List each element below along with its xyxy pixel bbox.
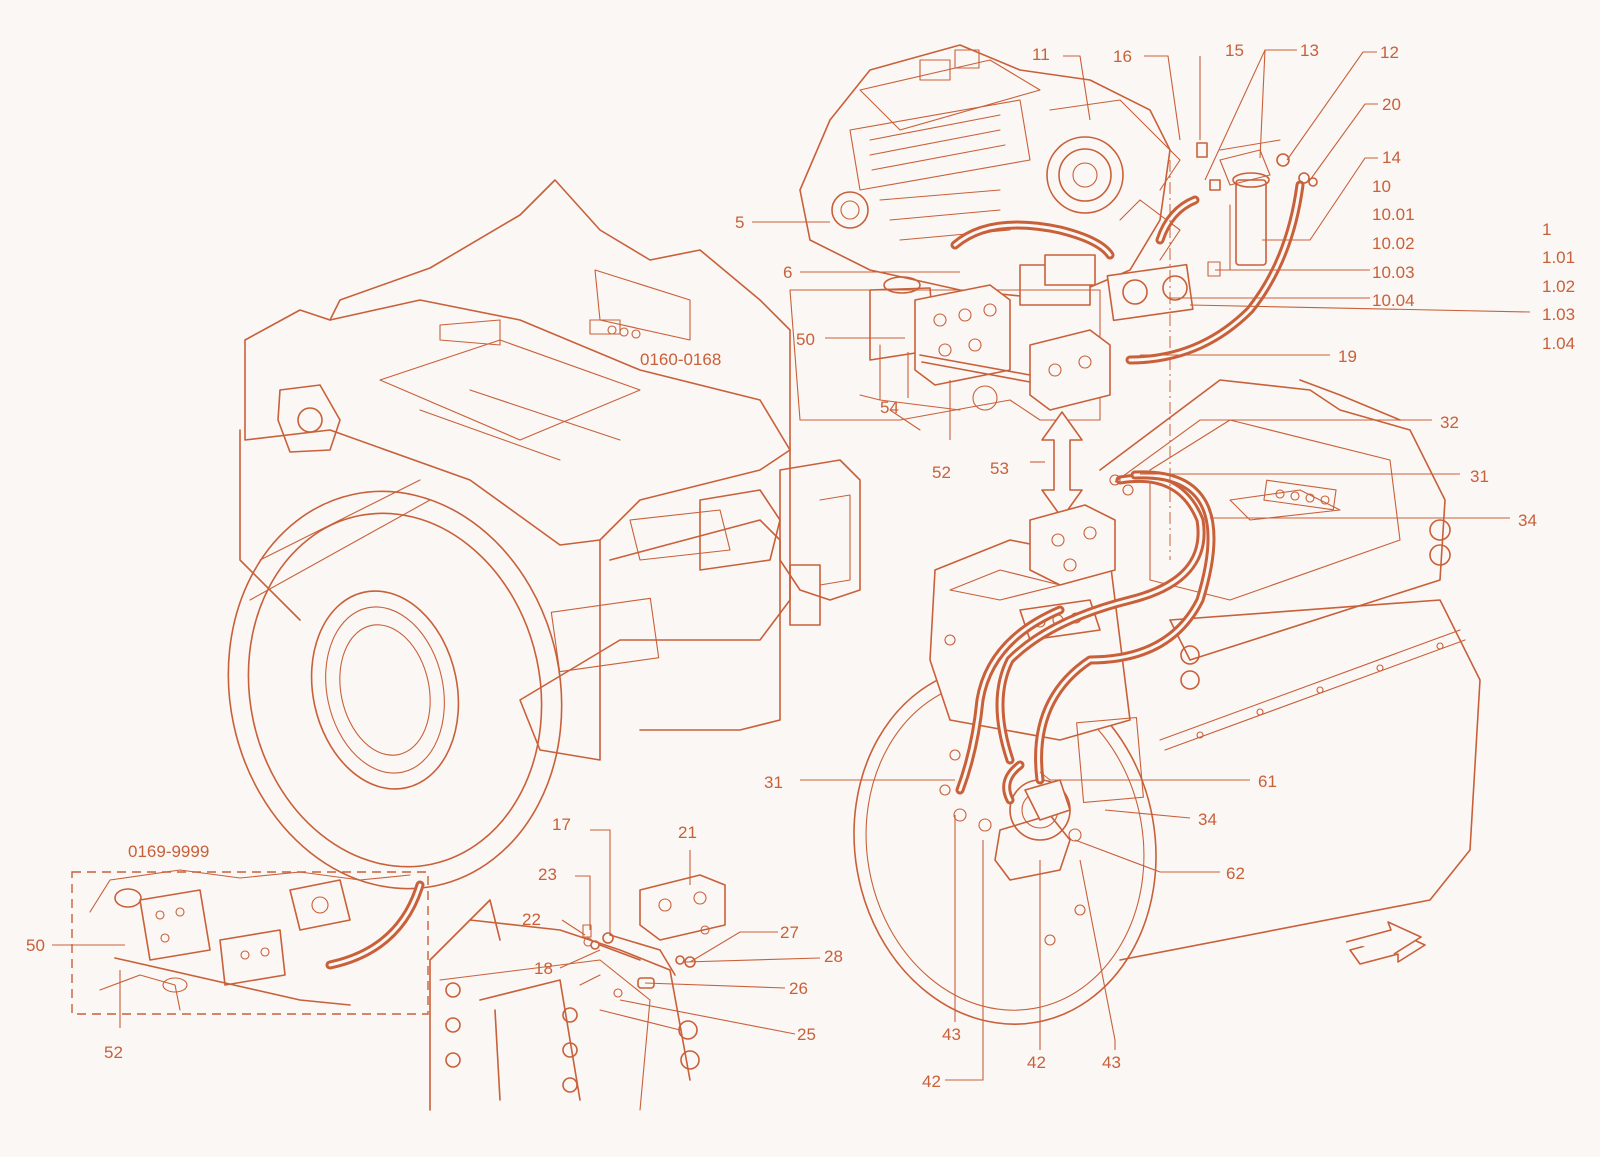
hydraulic-hoses-drawing: [950, 180, 1305, 805]
callout-31-lower: 31: [764, 773, 783, 792]
callout-52-lower: 52: [104, 1043, 123, 1062]
callout-10-03: 10.03: [1372, 263, 1415, 282]
callout-1-02: 1.02: [1542, 277, 1575, 296]
callout-10: 10: [1372, 177, 1391, 196]
callout-5: 5: [735, 213, 744, 232]
fittings-drawing: [1109, 142, 1318, 496]
callout-53: 53: [990, 459, 1009, 478]
serial-range-lower: 0169-9999: [128, 842, 209, 861]
transfer-arrow: [1041, 411, 1083, 519]
callout-18: 18: [534, 959, 553, 978]
callout-32: 32: [1440, 413, 1459, 432]
callout-1-04: 1.04: [1542, 334, 1575, 353]
callout-43-right: 43: [1102, 1053, 1121, 1072]
callout-62: 62: [1226, 864, 1245, 883]
callout-50-lower: 50: [26, 936, 45, 955]
callout-10-01: 10.01: [1372, 205, 1415, 224]
return-filter-drawing: [1169, 139, 1281, 560]
callout-19: 19: [1338, 347, 1357, 366]
lower-frame-detail-drawing: [429, 874, 726, 1111]
hydraulic-pump-drawing: [1019, 254, 1194, 322]
callout-12: 12: [1380, 43, 1399, 62]
callout-13: 13: [1300, 41, 1319, 60]
callout-54: 54: [880, 398, 899, 417]
rear-frame-drawing: [227, 179, 791, 890]
callout-20: 20: [1382, 95, 1401, 114]
callout-6: 6: [783, 263, 792, 282]
callout-14: 14: [1382, 148, 1401, 167]
callout-25: 25: [797, 1025, 816, 1044]
upper-detail-group: [789, 276, 1111, 431]
callout-28: 28: [824, 947, 843, 966]
callout-1-03: 1.03: [1542, 305, 1575, 324]
direction-arrow-icon: [1345, 921, 1426, 965]
callout-52: 52: [932, 463, 951, 482]
callout-50: 50: [796, 330, 815, 349]
callout-15: 15: [1225, 41, 1244, 60]
callout-43-left: 43: [942, 1025, 961, 1044]
callout-11: 11: [1032, 45, 1050, 64]
callout-61: 61: [1258, 772, 1277, 791]
callout-10-02: 10.02: [1372, 234, 1415, 253]
callout-22: 22: [522, 910, 541, 929]
callout-16: 16: [1113, 47, 1132, 66]
callout-23: 23: [538, 865, 557, 884]
drum-drive-motor-drawing: [939, 749, 1082, 881]
callout-42-center: 42: [1027, 1053, 1046, 1072]
callout-1-01: 1.01: [1542, 248, 1575, 267]
callout-42-left: 42: [922, 1072, 941, 1091]
callout-27: 27: [780, 923, 799, 942]
callout-labels: 5 6 11 16 15 13 12 20 14 10 10.01 10.02 …: [26, 41, 1575, 1091]
lower-detail-box: [71, 869, 429, 1015]
articulation-joint-drawing: [629, 459, 861, 626]
callout-17: 17: [552, 815, 571, 834]
callout-34-lower: 34: [1198, 810, 1217, 829]
engine-drawing: [799, 44, 1181, 301]
callout-26: 26: [789, 979, 808, 998]
callout-10-04: 10.04: [1372, 291, 1415, 310]
callout-1: 1: [1542, 220, 1551, 239]
callout-21: 21: [678, 823, 697, 842]
callout-31: 31: [1470, 467, 1489, 486]
serial-range-upper: 0160-0168: [640, 350, 721, 369]
leader-lines: [52, 49, 1531, 1081]
callout-34: 34: [1518, 511, 1537, 530]
